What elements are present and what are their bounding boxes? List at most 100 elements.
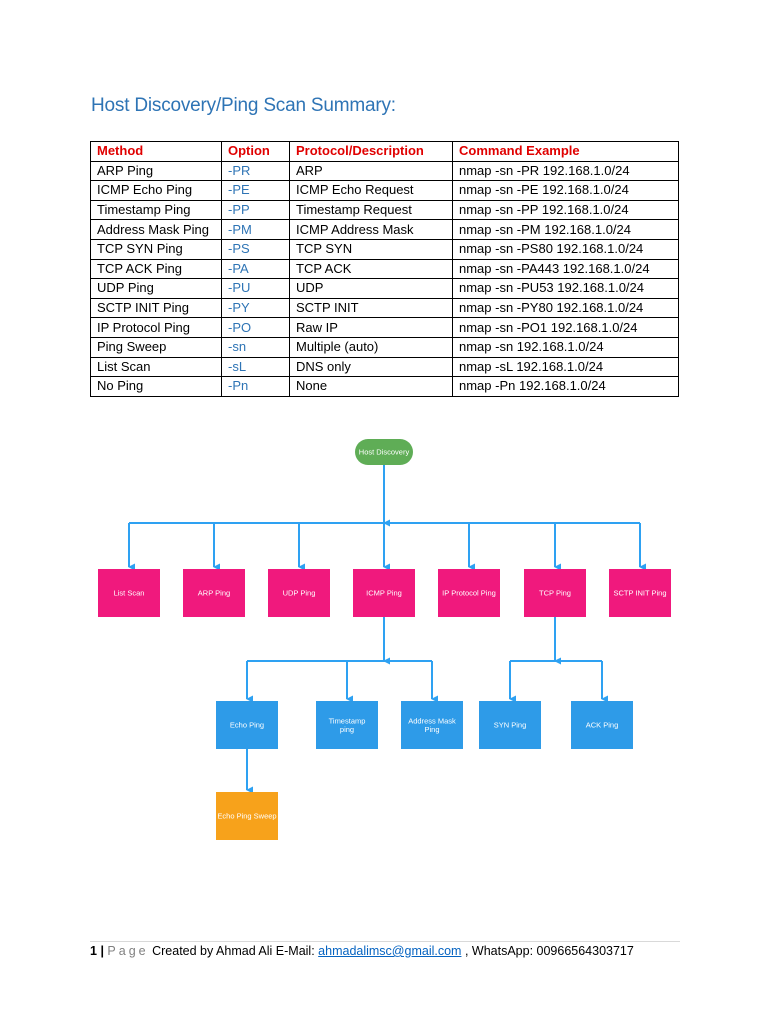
cell-option: -PE <box>221 180 290 201</box>
node-host-discovery-box <box>355 439 413 465</box>
cell-protocol: TCP SYN <box>289 238 453 260</box>
cell-command: nmap -sL 192.168.1.0/24 <box>452 356 679 378</box>
diagram-connectors <box>128 465 646 794</box>
node-list-scan-label: List Scan <box>114 589 145 598</box>
node-icmp-ping: ICMP Ping <box>353 569 415 617</box>
node-address-mask-ping-box <box>401 701 463 749</box>
cell-command: nmap -sn -PE 192.168.1.0/24 <box>452 180 679 201</box>
cell-protocol: SCTP INIT <box>289 297 453 319</box>
cell-method: Timestamp Ping <box>90 199 222 221</box>
cell-option: -PU <box>221 278 290 299</box>
node-ack-ping-label: ACK Ping <box>586 721 619 730</box>
cell-command: nmap -sn -PO1 192.168.1.0/24 <box>452 317 679 338</box>
node-sctp-init-ping: SCTP INIT Ping <box>609 569 671 617</box>
cell-option: -PS <box>221 238 290 260</box>
node-timestamp-ping-box <box>316 701 378 749</box>
node-sctp-init-ping-label: SCTP INIT Ping <box>613 589 666 598</box>
node-echo-ping-label: Echo Ping <box>230 721 264 730</box>
cell-protocol: ARP <box>289 160 453 182</box>
node-syn-ping-label: SYN Ping <box>494 721 527 730</box>
node-arp-ping-box <box>183 569 245 617</box>
node-syn-ping: SYN Ping <box>479 701 541 749</box>
cell-method: List Scan <box>90 356 222 378</box>
header-protocol: Protocol/Description <box>289 141 453 162</box>
node-tcp-ping-box <box>524 569 586 617</box>
node-ack-ping: ACK Ping <box>571 701 633 749</box>
node-tcp-ping-label: TCP Ping <box>539 589 571 598</box>
node-host-discovery: Host Discovery <box>355 439 413 465</box>
node-list-scan-box <box>98 569 160 617</box>
cell-option: -PP <box>221 199 290 221</box>
cell-method: Address Mask Ping <box>90 219 222 240</box>
node-tcp-ping: TCP Ping <box>524 569 586 617</box>
node-ack-ping-box <box>571 701 633 749</box>
node-udp-ping-label: UDP Ping <box>283 589 316 598</box>
node-echo-ping-sweep: Echo Ping Sweep <box>216 792 278 840</box>
cell-protocol: DNS only <box>289 356 453 378</box>
cell-option: -PA <box>221 258 290 280</box>
node-ip-protocol-ping-label: IP Protocol Ping <box>442 589 496 598</box>
node-arp-ping-label: ARP Ping <box>198 589 230 598</box>
node-icmp-ping-label: ICMP Ping <box>366 589 402 598</box>
cell-command: nmap -sn -PU53 192.168.1.0/24 <box>452 278 679 299</box>
page-word: Page <box>107 944 149 958</box>
cell-method: No Ping <box>90 376 222 397</box>
cell-option: -PM <box>221 219 290 240</box>
page-footer: 1 | Page Created by Ahmad Ali E-Mail: ah… <box>90 944 634 958</box>
cell-protocol: UDP <box>289 278 453 299</box>
header-method: Method <box>90 141 222 162</box>
node-sctp-init-ping-box <box>609 569 671 617</box>
cell-option: -PR <box>221 160 290 182</box>
node-ip-protocol-ping-box <box>438 569 500 617</box>
cell-command: nmap -sn -PR 192.168.1.0/24 <box>452 160 679 182</box>
email-link[interactable]: ahmadalimsc@gmail.com <box>318 944 462 958</box>
node-echo-ping-box <box>216 701 278 749</box>
cell-method: UDP Ping <box>90 278 222 299</box>
cell-protocol: Timestamp Request <box>289 199 453 221</box>
cell-option: -PY <box>221 297 290 319</box>
cell-method: TCP SYN Ping <box>90 238 222 260</box>
footer-created-text: Created by Ahmad Ali E-Mail: <box>152 944 315 958</box>
cell-command: nmap -sn -PY80 192.168.1.0/24 <box>452 297 679 319</box>
cell-command: nmap -sn -PS80 192.168.1.0/24 <box>452 238 679 260</box>
cell-option: -sn <box>221 336 290 358</box>
page-number: 1 <box>90 944 97 958</box>
ping-scan-table: Method Option Protocol/Description Comma… <box>90 141 679 397</box>
cell-method: ARP Ping <box>90 160 222 182</box>
node-icmp-ping-box <box>353 569 415 617</box>
cell-command: nmap -sn 192.168.1.0/24 <box>452 336 679 358</box>
footer-whatsapp-text: , WhatsApp: 00966564303717 <box>464 944 634 958</box>
cell-command: nmap -sn -PM 192.168.1.0/24 <box>452 219 679 240</box>
cell-option: -Pn <box>221 376 290 397</box>
node-ip-protocol-ping: IP Protocol Ping <box>438 569 500 617</box>
header-option: Option <box>221 141 290 162</box>
cell-protocol: ICMP Echo Request <box>289 180 453 201</box>
cell-command: nmap -sn -PA443 192.168.1.0/24 <box>452 258 679 280</box>
cell-protocol: TCP ACK <box>289 258 453 280</box>
node-echo-ping-sweep-label: Echo Ping Sweep <box>217 812 276 821</box>
node-host-discovery-label: Host Discovery <box>359 448 410 457</box>
node-echo-ping-sweep-box <box>216 792 278 840</box>
node-udp-ping: UDP Ping <box>268 569 330 617</box>
cell-protocol: Multiple (auto) <box>289 336 453 358</box>
cell-method: IP Protocol Ping <box>90 317 222 338</box>
cell-method: TCP ACK Ping <box>90 258 222 280</box>
table-header-row: Method Option Protocol/Description Comma… <box>90 141 679 162</box>
cell-protocol: None <box>289 376 453 397</box>
cell-command: nmap -Pn 192.168.1.0/24 <box>452 376 679 397</box>
page-title: Host Discovery/Ping Scan Summary: <box>91 95 396 116</box>
